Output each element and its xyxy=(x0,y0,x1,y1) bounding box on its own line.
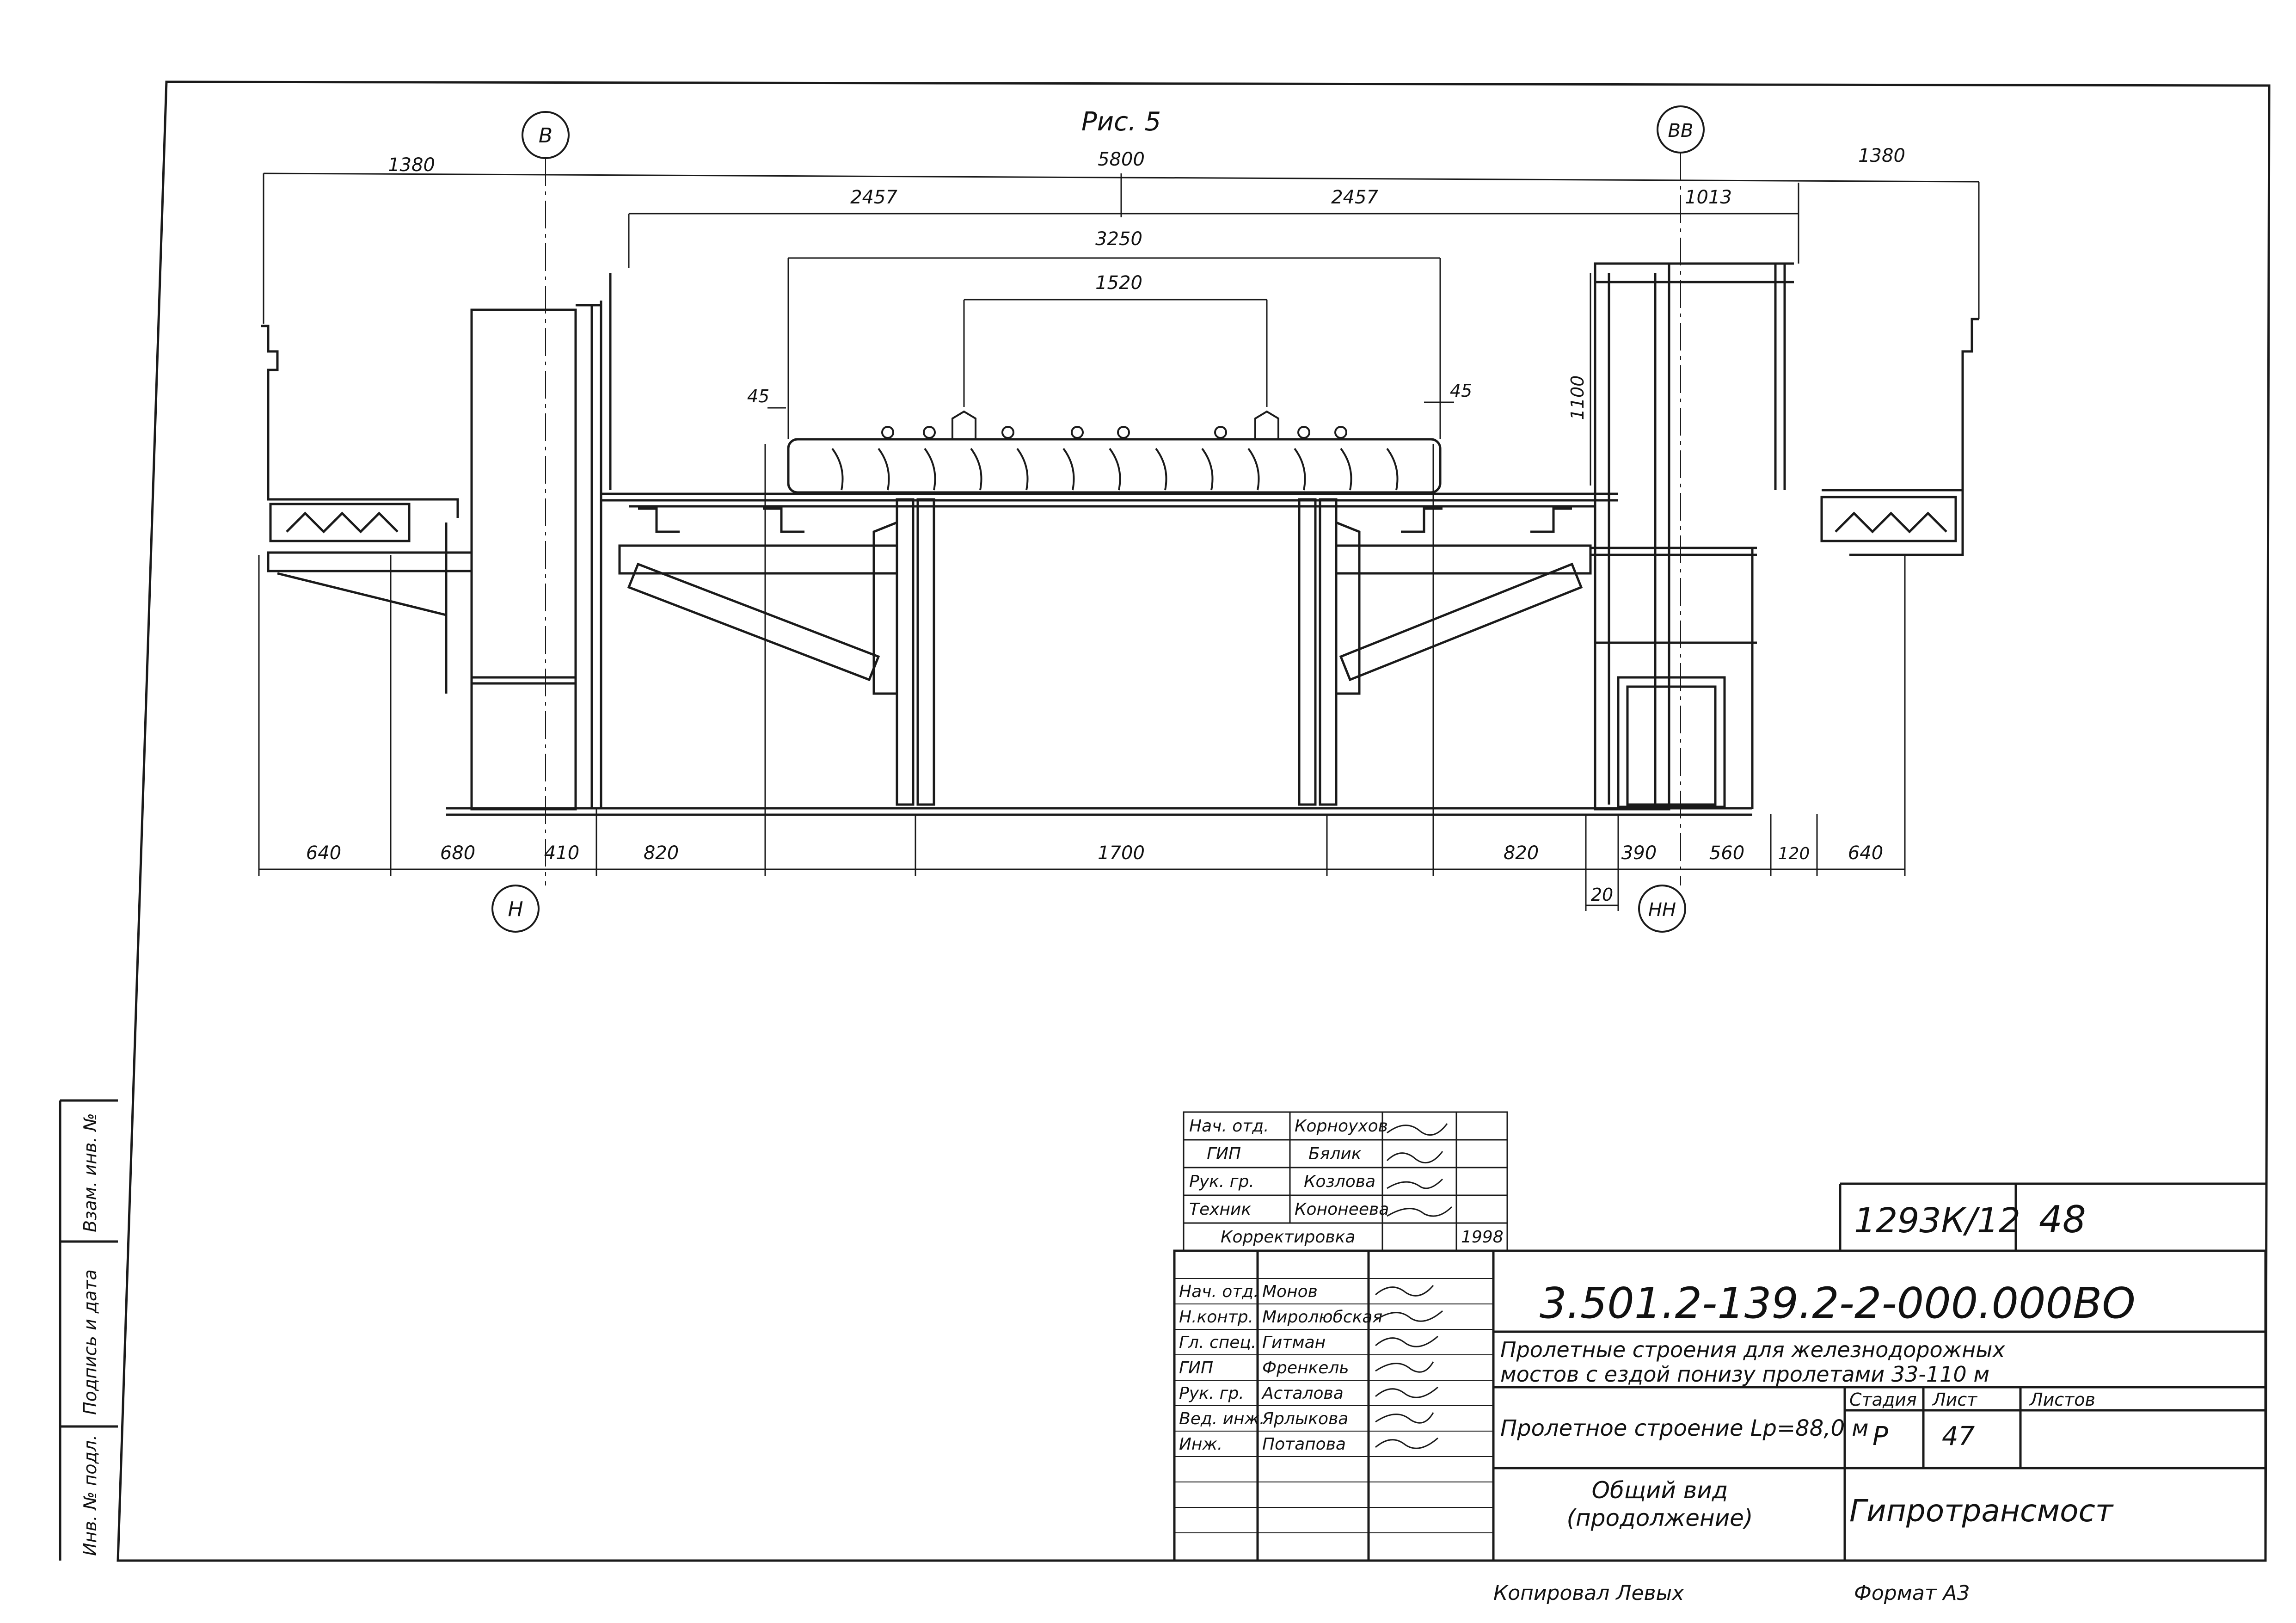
sig-name-4: Асталова xyxy=(1261,1384,1344,1403)
dim-total: 5800 xyxy=(1098,149,1145,170)
title-line-1: Пролетные строения для железнодорожных xyxy=(1500,1337,2005,1362)
dim-height: 1100 xyxy=(1567,375,1588,420)
dim-small: 20 xyxy=(1591,885,1613,905)
dim-right-gap: 45 xyxy=(1450,381,1472,401)
doc-code: 3.501.2-139.2-2-000.000ВО xyxy=(1540,1279,2136,1328)
stamp-small-role-0: Нач. отд. xyxy=(1189,1117,1269,1136)
svg-text:В: В xyxy=(539,124,553,148)
sig-name-3: Френкель xyxy=(1262,1359,1349,1377)
dim-half-right: 2457 xyxy=(1331,187,1378,208)
side-label-inventory: Инв. № подл. xyxy=(80,1435,100,1556)
span-title: Пролетное строение Lр=88,0 м xyxy=(1500,1415,1869,1441)
sig-role-6: Инж. xyxy=(1179,1435,1222,1454)
stamp-small-grid xyxy=(1183,1111,1508,1252)
stamp-small-year: 1998 xyxy=(1461,1228,1504,1247)
dim-left-gap: 45 xyxy=(747,386,769,406)
stamp-small-correction: Корректировка xyxy=(1221,1228,1355,1247)
dim-right-top: 1013 xyxy=(1685,187,1732,208)
sig-name-0: Монов xyxy=(1262,1282,1318,1301)
dim-bottom-6: 390 xyxy=(1621,842,1657,864)
view-title-2: (продолжение) xyxy=(1567,1505,1753,1531)
dim-gauge: 1520 xyxy=(1095,272,1142,294)
stamp-small-role-1: ГИП xyxy=(1207,1144,1241,1163)
dim-bottom-3: 820 xyxy=(644,842,679,864)
dim-bottom-4: 1700 xyxy=(1098,842,1145,864)
stage-header: Стадия xyxy=(1849,1389,1917,1410)
stamp-small-role-2: Рук. гр. xyxy=(1189,1172,1254,1191)
sheet-value: 47 xyxy=(1942,1421,1975,1451)
axis-bubble-top-right: ВВ xyxy=(1657,105,1705,154)
dim-bottom-5: 820 xyxy=(1504,842,1539,864)
dim-bottom-7: 560 xyxy=(1709,842,1744,864)
sig-role-4: Рук. гр. xyxy=(1179,1384,1244,1403)
sig-name-5: Ярлыкова xyxy=(1262,1409,1348,1428)
svg-text:Н: Н xyxy=(508,898,523,921)
sheet-header: Лист xyxy=(1932,1389,1978,1410)
title-block-rows xyxy=(1174,1278,1493,1533)
sheet-number: 48 xyxy=(2039,1198,2086,1241)
svg-text:НН: НН xyxy=(1648,899,1676,921)
sig-role-3: ГИП xyxy=(1179,1359,1213,1377)
dim-left-cantilever: 1380 xyxy=(388,154,435,176)
dim-half-left: 2457 xyxy=(850,187,897,208)
dim-bottom-8: 120 xyxy=(1778,844,1810,863)
organization: Гипротрансмост xyxy=(1849,1493,2114,1529)
dimension-texts: 5800 1380 1380 2457 2457 1013 3250 1520 … xyxy=(306,145,1905,905)
side-label-signature: Подпись и дата xyxy=(80,1269,100,1415)
rails xyxy=(831,410,1399,491)
figure-caption: Рис. 5 xyxy=(1081,107,1161,137)
stamp-small-name-3: Кононеева xyxy=(1295,1200,1389,1219)
sig-role-1: Н.контр. xyxy=(1179,1308,1253,1327)
sig-name-1: Миролюбская xyxy=(1262,1308,1382,1327)
axis-bubble-bottom-right: НН xyxy=(1638,885,1686,933)
dim-sleepers: 3250 xyxy=(1095,228,1142,250)
view-title-1: Общий вид xyxy=(1592,1477,1728,1504)
title-block-signatures xyxy=(1375,1285,1443,1449)
side-label-replacement: Взам. инв. № xyxy=(80,1113,100,1232)
stage-value: Р xyxy=(1872,1421,1888,1451)
svg-text:ВВ: ВВ xyxy=(1668,120,1694,141)
dim-right-cantilever: 1380 xyxy=(1858,145,1905,166)
dim-bottom-9: 640 xyxy=(1848,842,1883,864)
sheets-header: Листов xyxy=(2029,1389,2095,1410)
dim-bottom-1: 680 xyxy=(440,842,475,864)
stamp-small-name-1: Бялик xyxy=(1308,1144,1362,1163)
sig-name-6: Потапова xyxy=(1262,1435,1346,1454)
dim-bottom-0: 640 xyxy=(306,842,341,864)
stamp-small-signatures xyxy=(1386,1123,1453,1217)
title-line-2: мостов с ездой понизу пролетами 33-110 м xyxy=(1500,1362,1989,1387)
stamp-small-role-3: Техник xyxy=(1189,1200,1251,1219)
axis-bubble-top-left: В xyxy=(522,111,570,159)
footer-copied: Копировал Левых xyxy=(1493,1581,1684,1605)
stamp-small-name-2: Козлова xyxy=(1304,1172,1375,1191)
dimension-lines xyxy=(258,172,1980,911)
axis-bubble-bottom-left: Н xyxy=(491,885,540,933)
bridge-cross-section xyxy=(261,262,1979,816)
dim-bottom-2: 410 xyxy=(544,842,579,864)
sig-role-0: Нач. отд. xyxy=(1179,1282,1259,1301)
stamp-small-name-0: Корноухов xyxy=(1295,1117,1388,1136)
axis-lines xyxy=(545,153,1681,885)
sig-name-2: Гитман xyxy=(1262,1333,1326,1352)
footer-format: Формат А3 xyxy=(1854,1581,1970,1605)
sig-role-5: Вед. инж. xyxy=(1179,1409,1265,1428)
sheet-code: 1293К/12 xyxy=(1854,1201,2020,1241)
sig-role-2: Гл. спец. xyxy=(1179,1333,1256,1352)
